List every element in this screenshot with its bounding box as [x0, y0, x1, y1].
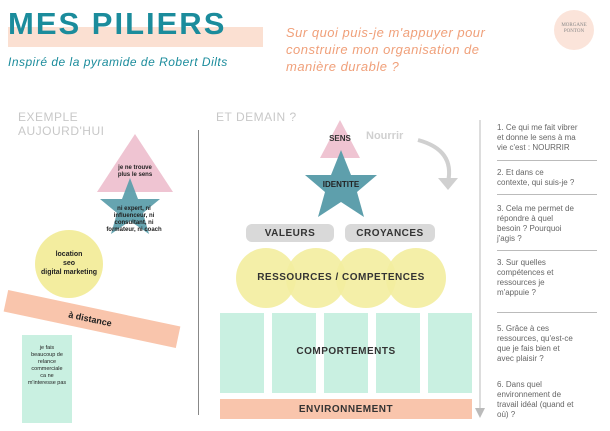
question-3-line-2: répondre à quel	[497, 214, 554, 223]
left-box-text-6: m'interesse pas	[27, 380, 67, 386]
nourrir-arrow	[417, 138, 452, 183]
right-sens-triangle	[320, 120, 360, 158]
left-section-line-1: EXEMPLE	[18, 110, 79, 124]
question-3: 3. Cela me permet de répondre à quel bes…	[497, 204, 605, 244]
question-5: 5. Grâce à ces ressources, qu'est-ce que…	[497, 324, 605, 364]
left-star-text-1: ni expert, ni	[117, 206, 151, 212]
question-6-line-4: où) ?	[497, 410, 516, 419]
left-box-text: je fais beaucoup de relance commerciale …	[20, 345, 74, 387]
question-3-line-1: 3. Cela me permet de	[497, 204, 574, 213]
sens-label: SENS	[329, 134, 351, 143]
left-triangle-text-1: je ne trouve	[118, 165, 152, 171]
comportements-label: COMPORTEMENTS	[296, 346, 396, 357]
question-2-line-1: 2. Et dans ce	[497, 168, 544, 177]
environnement-band: ENVIRONNEMENT	[220, 399, 472, 419]
question-4-line-1: 3. Sur quelles	[497, 258, 546, 267]
question-6-line-1: 6. Dans quel	[497, 380, 542, 389]
nourrir-arrow-head	[438, 178, 458, 190]
main-question: Sur quoi puis-je m'appuyer pour construi…	[286, 25, 486, 74]
question-1-line-1: 1. Ce qui me fait vibrer	[497, 123, 578, 132]
question-1-line-2: et donne le sens à ma	[497, 133, 576, 142]
question-5-line-4: avec plaisir ?	[497, 354, 544, 363]
brand-logo: MORGANE PONTON	[554, 10, 594, 50]
left-box-text-5: ca ne	[40, 373, 54, 379]
left-environment-band	[3, 289, 181, 349]
page-subtitle: Inspiré de la pyramide de Robert Dilts	[8, 55, 228, 69]
left-star-text-2: influenceur, ni	[113, 213, 155, 219]
question-2-line-2: contexte, qui suis-je ?	[497, 178, 575, 187]
left-triangle-text: je ne trouve plus le sens	[100, 165, 170, 179]
logo-line-2: PONTON	[563, 29, 585, 34]
separator-2	[497, 194, 597, 195]
timeline-arrow-head	[475, 408, 485, 418]
left-box-text-3: relance	[37, 359, 57, 365]
separator-3	[497, 250, 597, 251]
logo-line-1: MORGANE	[561, 23, 587, 28]
left-triangle-text-2: plus le sens	[117, 172, 153, 178]
left-behavior-box	[22, 335, 72, 423]
question-5-line-1: 5. Grâce à ces	[497, 324, 550, 333]
question-6-line-2: environnement de	[497, 390, 562, 399]
identite-label: IDENTITE	[322, 180, 360, 189]
question-4-line-2: compétences et	[497, 268, 554, 277]
question-4-line-4: m'appuie ?	[497, 288, 536, 297]
left-sens-triangle	[97, 134, 173, 192]
left-identity-star	[100, 178, 160, 234]
question-4: 3. Sur quelles compétences et ressources…	[497, 258, 605, 298]
question-1-line-3: vie c'est : NOURRIR	[497, 143, 570, 152]
left-circle-text-3: digital marketing	[40, 269, 97, 276]
question-5-line-2: ressources, qu'est-ce	[497, 334, 573, 343]
comportement-col-1	[220, 313, 264, 393]
left-star-text-4: formateur, ni coach	[106, 227, 162, 233]
title-highlight	[8, 27, 263, 47]
left-box-text-1: je fais	[39, 345, 55, 351]
left-circle-text-2: seo	[62, 260, 76, 267]
comportement-col-3	[324, 313, 368, 393]
left-star-text: ni expert, ni influenceur, ni consultant…	[92, 206, 176, 234]
left-star-text-3: consultant, ni	[114, 220, 154, 226]
left-box-text-4: commerciale	[31, 366, 63, 372]
left-circle-text: location seo digital marketing	[34, 250, 104, 277]
nourrir-label: Nourrir	[366, 130, 404, 142]
croyances-pill: CROYANCES	[345, 224, 435, 242]
left-section-title: EXEMPLE AUJOURD'HUI	[18, 110, 104, 138]
comportement-col-2	[272, 313, 316, 393]
question-6: 6. Dans quel environnement de travail id…	[497, 380, 605, 420]
question-4-line-3: ressources je	[497, 278, 545, 287]
right-section-title: ET DEMAIN ?	[216, 110, 297, 124]
separator-4	[497, 312, 597, 313]
left-divider	[198, 130, 199, 415]
question-3-line-4: j'agis ?	[497, 234, 522, 243]
left-circle-text-1: location	[55, 251, 83, 258]
question-6-line-3: travail idéal (quand et	[497, 400, 574, 409]
question-2: 2. Et dans ce contexte, qui suis-je ?	[497, 168, 605, 188]
page-title: MES PILIERS	[8, 6, 227, 41]
question-5-line-3: que je fais bien et	[497, 344, 560, 353]
left-section-line-2: AUJOURD'HUI	[18, 124, 105, 138]
comportement-col-4	[376, 313, 420, 393]
comportement-col-5	[428, 313, 472, 393]
left-box-text-2: beaucoup de	[31, 352, 63, 358]
question-1: 1. Ce qui me fait vibrer et donne le sen…	[497, 123, 605, 153]
ressources-label: RESSOURCES / COMPETENCES	[257, 272, 425, 283]
right-identity-star	[305, 150, 377, 217]
ressource-circle-4	[386, 248, 446, 308]
left-resources-circle	[35, 230, 103, 298]
question-3-line-3: besoin ? Pourquoi	[497, 224, 562, 233]
separator-1	[497, 160, 597, 161]
valeurs-pill: VALEURS	[246, 224, 334, 242]
